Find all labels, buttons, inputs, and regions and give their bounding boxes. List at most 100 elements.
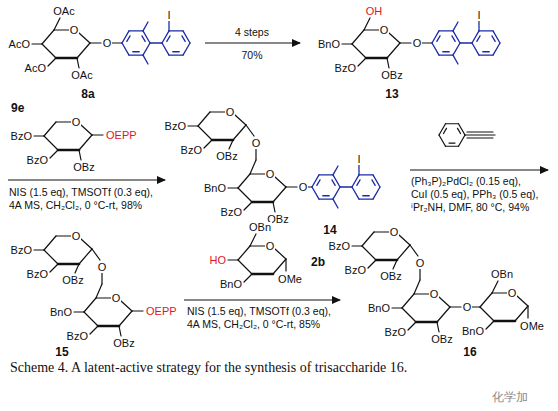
atom-label: BnO [219,279,243,290]
bond-line [323,195,329,196]
bond-line [492,36,495,42]
bond-line [143,22,148,31]
atom-label: OBz [430,334,453,345]
atom-label: BnO [203,183,227,194]
reagent-text: 4 steps [234,27,270,38]
bond-line [143,55,148,64]
bond-line [446,146,459,147]
bond-line [515,306,528,321]
bond-line [167,36,170,42]
bond-line [150,42,162,43]
bond-line [392,307,402,308]
bond-line [333,166,338,175]
bond-line [453,43,460,55]
atom-label: O [69,25,80,36]
atom-label: I [356,154,361,165]
atom-label: BzO [26,269,49,280]
bond-line [439,297,450,307]
bond-line [443,51,449,52]
atom-label: O [265,241,276,252]
atom-label: O [379,25,390,36]
bond-line [75,264,79,273]
atom-label: HO [209,255,228,266]
bond-line [56,235,71,236]
reagent-text: ⁱPr₂NH, DMF, 80 °C, 94% [410,202,530,213]
bond-line [50,150,58,158]
bond-line [437,36,440,42]
reaction-arrow [8,179,165,180]
compound-number: 2b [310,256,326,268]
bond-line [479,54,493,55]
atom-label: BzO [220,207,243,218]
bond-line [357,180,360,186]
atom-label: BnO [49,307,73,318]
atom-label: O [97,262,108,273]
bond-line [472,31,479,43]
bond-line [439,135,446,146]
bond-line [374,231,389,232]
bond-line [246,125,254,136]
bond-line [210,111,225,112]
bond-line [352,245,362,246]
bond-line [352,175,359,187]
atom-label: AcO [24,63,47,74]
atom-label: BzO [164,121,187,132]
bond-line [169,30,183,31]
bond-line [387,58,389,68]
bond-line [453,22,458,31]
bond-line [402,294,414,308]
bond-line [198,112,210,126]
bond-line [101,273,102,284]
scheme-caption: Scheme 4. A latent-active strategy for t… [10,360,465,377]
bond-line [81,125,92,135]
reaction-arrow [205,42,300,43]
bond-line [478,21,479,31]
bond-line [333,175,340,187]
bond-line [273,202,275,212]
atom-label: OAc [70,70,93,81]
bond-line [143,43,150,55]
reaction-arrow [410,169,548,170]
atom-label: BnO [461,326,485,337]
bond-line [212,139,233,142]
bond-line [252,273,273,276]
bond-line [56,121,71,122]
bond-line [359,198,373,199]
compound-number: 8a [80,88,95,100]
bond-line [432,31,439,43]
compound-number: 9e [10,102,25,114]
bond-line [42,44,56,58]
bond-line [453,55,458,64]
watermark: 化学加 [491,391,529,403]
bond-line [486,321,494,329]
bond-line [54,29,69,30]
bond-line [362,246,376,260]
bond-line [363,195,369,196]
bond-line [84,298,96,312]
compound-number: 14 [322,224,337,236]
bond-line [92,134,103,135]
bond-line [414,293,429,294]
atom-label: OBn [248,222,272,233]
atom-label: OBz [215,151,238,162]
atom-label: O [298,182,309,193]
atom-label: BzO [10,245,33,256]
bond-line [235,115,246,125]
bond-line [228,259,238,260]
bond-line [437,307,450,322]
bond-line [143,31,150,43]
bond-line [84,312,98,326]
bond-line [459,124,466,135]
bond-line [250,160,256,174]
bond-line [92,249,100,260]
bond-line [81,239,92,249]
atom-label: I [476,10,481,21]
bond-line [119,311,132,326]
bond-line [437,322,439,332]
bond-line [358,58,366,66]
reagent-text: 70% [240,50,263,61]
bond-line [44,136,58,150]
bond-line [250,234,256,246]
bond-line [244,274,252,282]
